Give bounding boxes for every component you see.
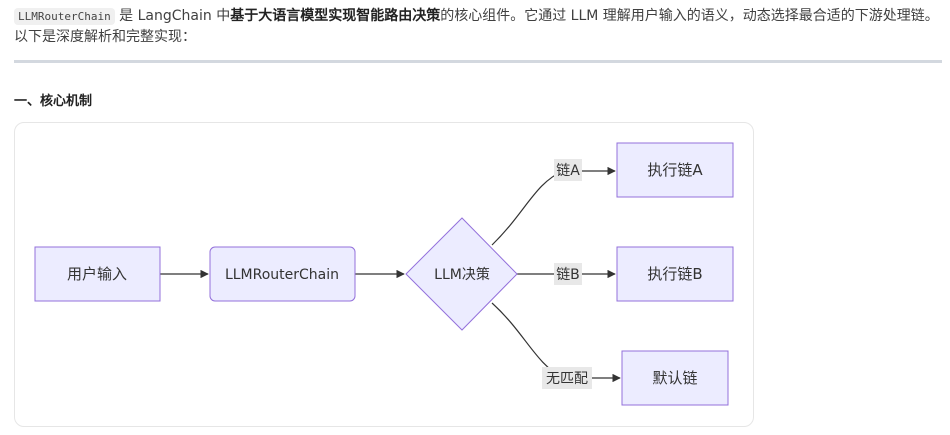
edge-decision-to-default <box>491 302 621 383</box>
node-default-chain-label: 默认链 <box>652 369 697 387</box>
node-router-chain-label: LLMRouterChain <box>225 267 339 283</box>
edge-label-a-text: 链A <box>556 163 580 179</box>
node-chain-b: 执行链B <box>616 246 734 302</box>
node-chain-a: 执行链A <box>616 142 734 198</box>
section-heading: 一、核心机制 <box>14 94 93 109</box>
flowchart-svg: 链A 链B 无匹配 用户输入 LLMRouterChain LLM决策 执行链A <box>34 142 734 406</box>
intro-text-1: 是 LangChain 中 <box>114 8 231 24</box>
edge-label-a: 链A <box>554 159 582 181</box>
intro-paragraph: LLMRouterChain 是 LangChain 中基于大语言模型实现智能路… <box>14 6 944 48</box>
node-llm-decision: LLM决策 <box>405 217 518 331</box>
divider <box>14 60 942 63</box>
diagram-card: 链A 链B 无匹配 用户输入 LLMRouterChain LLM决策 执行链A <box>14 122 754 427</box>
node-chain-a-label: 执行链A <box>647 161 703 179</box>
intro-line-2: 以下是深度解析和完整实现： <box>14 29 196 45</box>
edge-label-b: 链B <box>554 263 582 285</box>
intro-text-2: 的核心组件。它通过 LLM 理解用户输入的语义，动态选择最合适的下游处理链。 <box>440 8 939 24</box>
code-term: LLMRouterChain <box>14 8 115 25</box>
node-user-input: 用户输入 <box>34 246 161 302</box>
node-llm-decision-label: LLM决策 <box>434 266 490 283</box>
edge-label-default-text: 无匹配 <box>546 371 588 387</box>
node-chain-b-label: 执行链B <box>647 265 702 283</box>
edge-decision-to-chain-a <box>491 166 616 246</box>
node-router-chain: LLMRouterChain <box>209 246 356 302</box>
intro-bold-text: 基于大语言模型实现智能路由决策 <box>230 8 441 24</box>
node-default-chain: 默认链 <box>621 350 729 406</box>
edge-label-b-text: 链B <box>556 267 580 283</box>
edge-label-default: 无匹配 <box>542 367 592 389</box>
node-user-input-label: 用户输入 <box>67 265 127 283</box>
